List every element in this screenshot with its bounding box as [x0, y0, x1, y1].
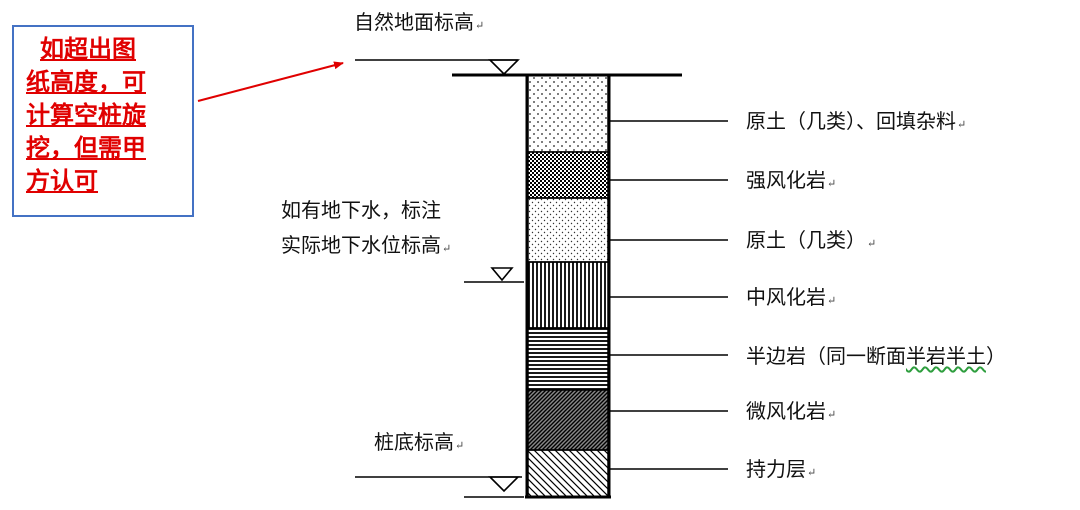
callout-arrow — [197, 61, 344, 102]
note-line: 挖，但需甲 — [26, 134, 146, 162]
layer-band — [527, 261, 609, 329]
note-line: 如超出图 — [40, 35, 136, 63]
layer-band — [527, 74, 609, 153]
layer-label-bearing-stratum: 持力层↵ — [746, 457, 817, 481]
note-line: 方认可 — [26, 167, 98, 195]
note-line: 计算空桩旋 — [26, 101, 146, 129]
pile-bottom-elevation-label: 桩底标高↵ — [374, 430, 465, 454]
layer-band — [527, 327, 609, 391]
groundwater-elevation-marker — [464, 267, 524, 283]
note-line: 纸高度，可 — [26, 68, 146, 96]
layer-label-moderately-weathered-rock: 中风化岩↵ — [746, 285, 837, 309]
pile-bottom-elevation-marker — [355, 476, 524, 498]
layer-label-half-rock: 半边岩（同一断面半岩半土） — [746, 344, 1006, 368]
layer-band — [527, 197, 609, 263]
layer-label-original-soil: 原土（几类）↵ — [746, 228, 877, 252]
layer-band — [527, 151, 609, 199]
groundwater-note-line1: 如有地下水，标注 — [281, 198, 441, 222]
leader-lines — [610, 120, 728, 470]
layer-label-strongly-weathered-rock: 强风化岩↵ — [746, 168, 837, 192]
groundwater-note-line2: 实际地下水位标高↵ — [281, 233, 452, 257]
layer-label-fill-soil: 原土（几类）、回填杂料↵ — [746, 109, 967, 133]
note-box: 如超出图 纸高度，可 计算空桩旋 挖，但需甲 方认可 — [12, 25, 194, 217]
ground-elevation-marker — [355, 59, 520, 76]
layer-band — [527, 389, 609, 451]
layer-label-slightly-weathered-rock: 微风化岩↵ — [746, 399, 837, 423]
layer-band — [527, 449, 609, 498]
pile-column — [527, 74, 609, 498]
ground-elevation-label: 自然地面标高↵ — [354, 10, 485, 34]
